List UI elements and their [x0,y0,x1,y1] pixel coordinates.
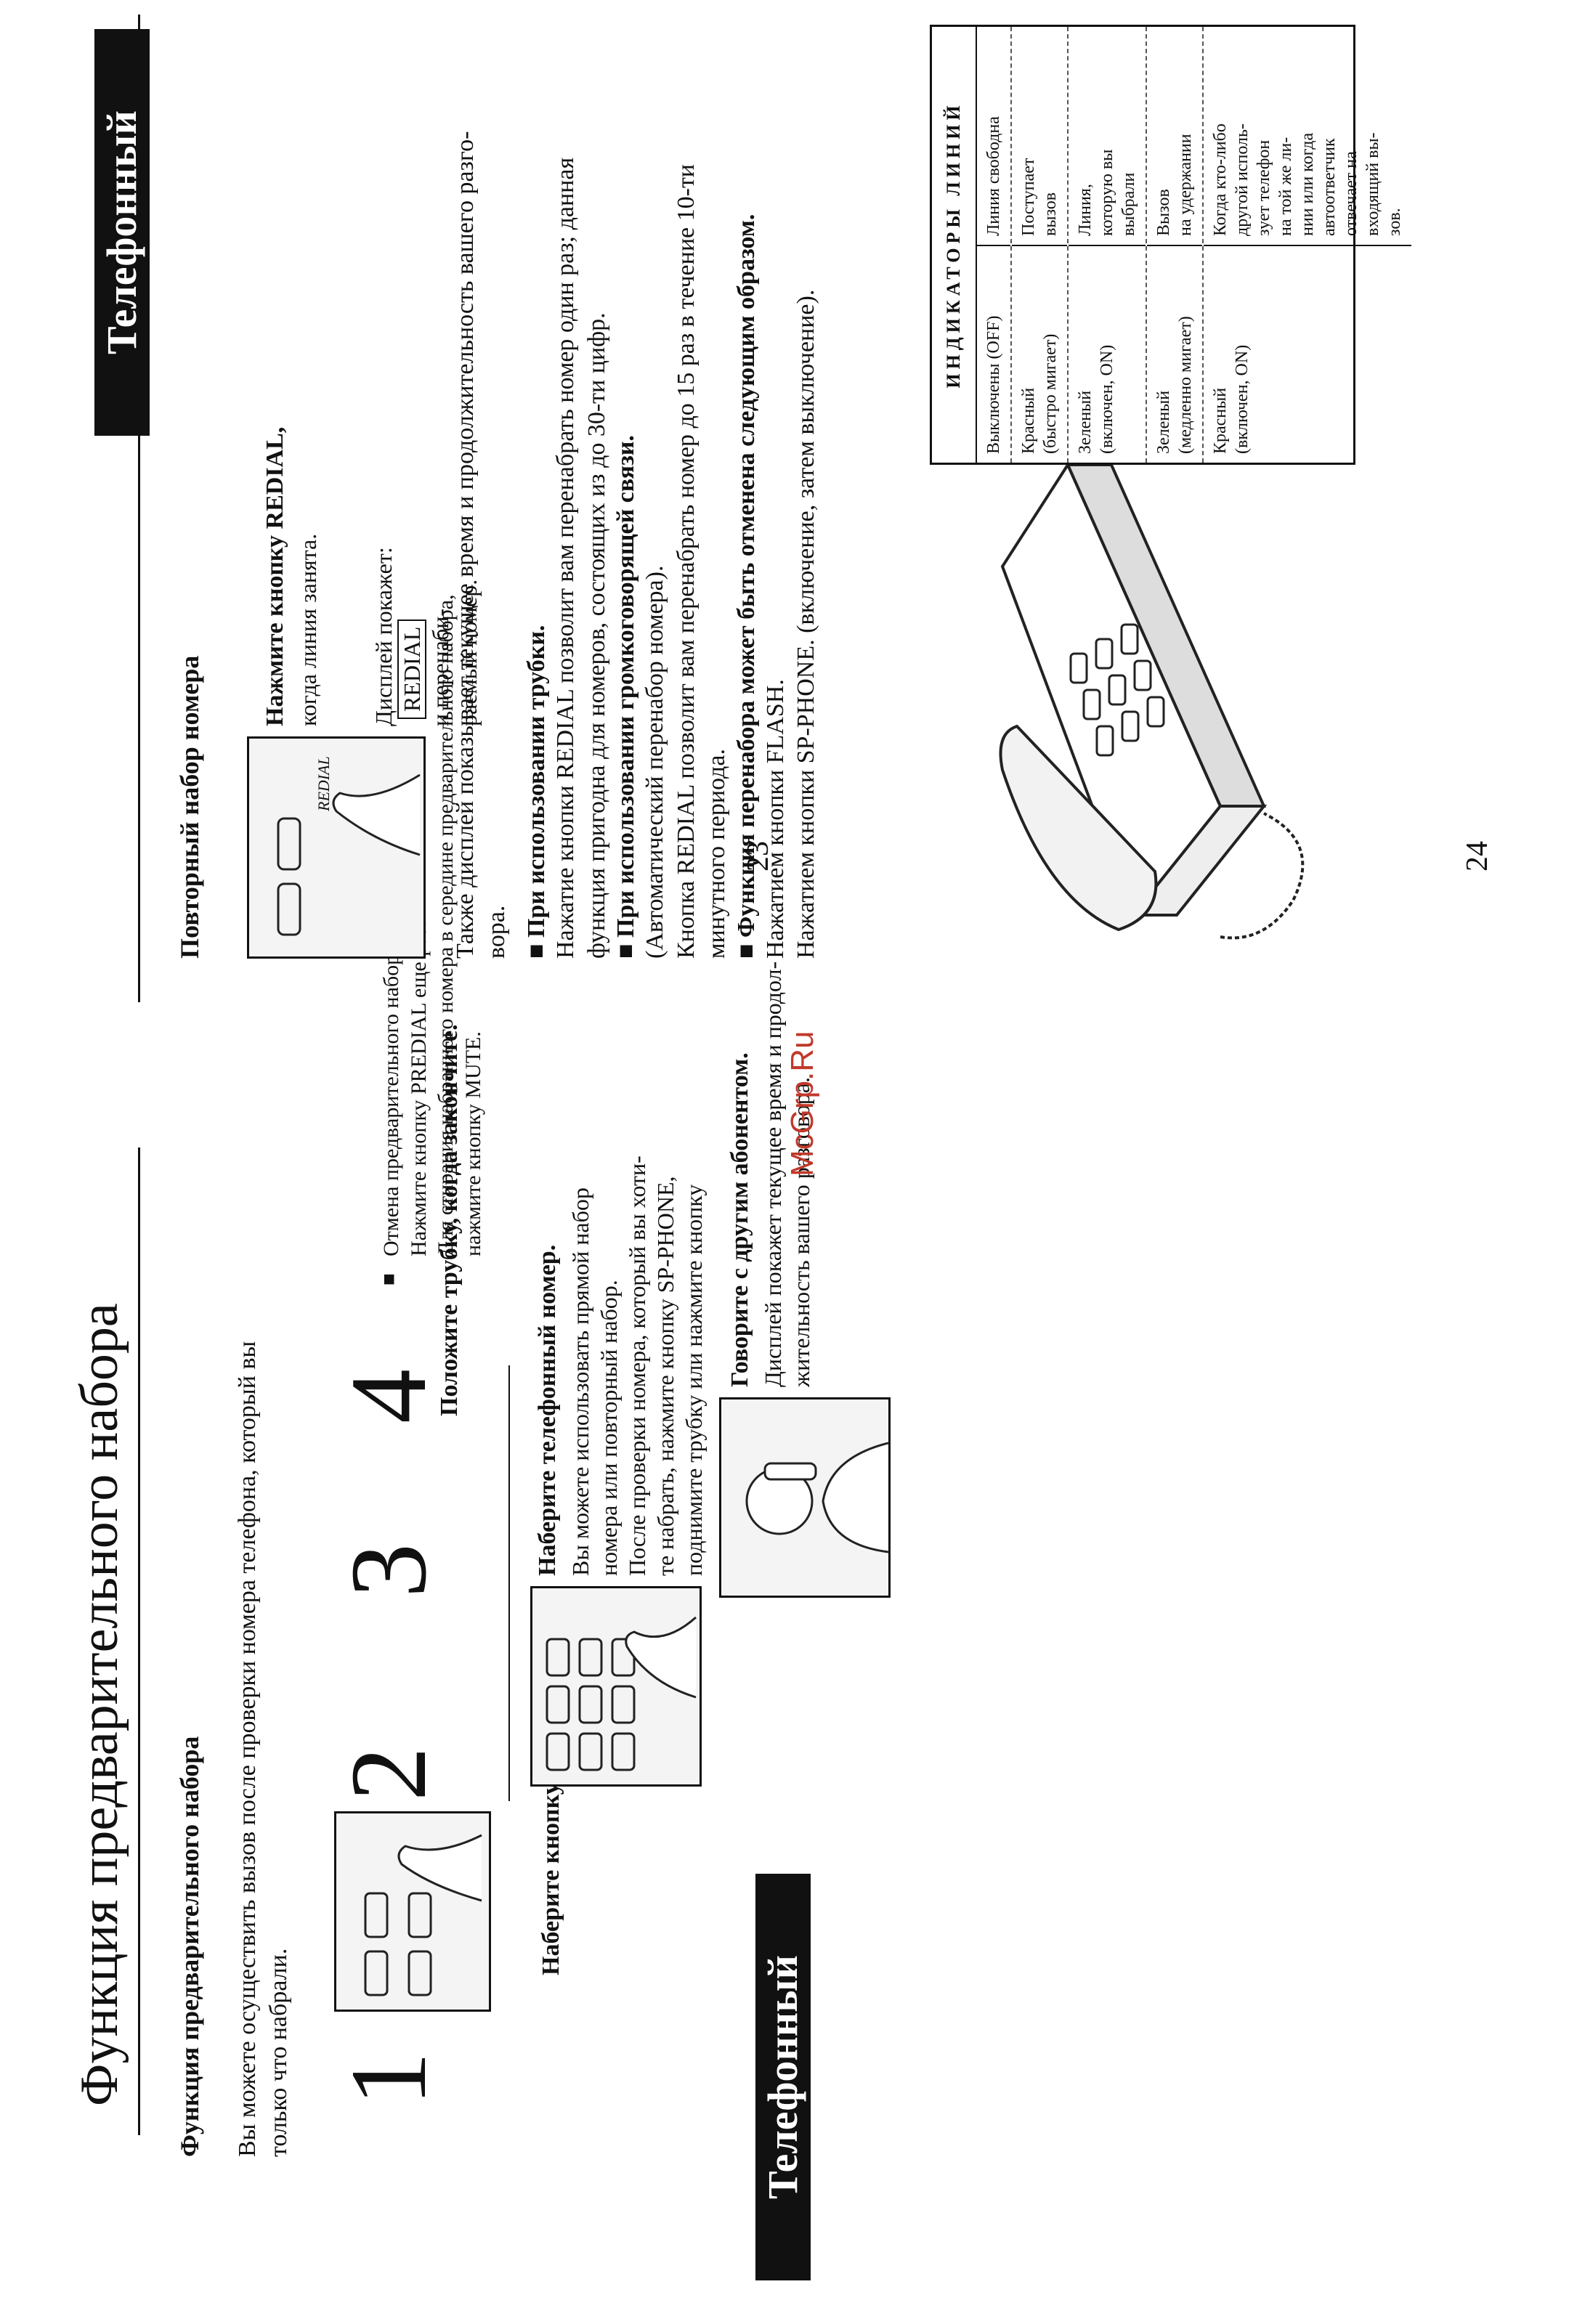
bullet-3-title: ■ Функция перенабора может быть отменена… [732,214,760,959]
indicator-state: Зеленый (включен, ON) [1069,245,1146,463]
step-2-title: Наберите телефонный номер. [534,1244,561,1576]
bullet-3-text: Нажатием кнопки FLASH. Нажатием кнопки S… [761,289,820,959]
indicator-meaning: Вызов на удержании [1154,134,1195,236]
page-number-right: 24 [1461,841,1494,871]
indicator-state: Красный (включен, ON) [1204,245,1411,463]
telephone-icon [999,461,1305,940]
step-2-text: Вы можете использовать прямой набор номе… [567,1155,735,1576]
indicator-meaning: Когда кто-либо другой исполь- зует телеф… [1211,123,1404,236]
indicator-meaning: Линия свободна [984,116,1003,236]
indicator-state: Зеленый (медленно мигает) [1147,245,1202,463]
indicator-state: Выключены (OFF) [977,245,1010,463]
section-banner-left: Телефонный аппарат [755,1874,861,2280]
table-row: Выключены (OFF) Линия свободна [977,27,1012,463]
redial-paragraph: Также дисплей показывает текущее время и… [452,131,510,959]
step-3-number: 3 [328,1543,449,1598]
redial-illus-label: REDIAL [315,756,333,811]
section-banner-right: Телефонный аппарат [94,29,200,436]
indicator-meaning: Линия, которую вы выбрали [1076,149,1138,236]
step-1-illustration [334,1811,491,2012]
left-intro: Вы можете осуществить вызов после провер… [234,1341,292,2157]
bullet-1-text: Нажатие кнопки REDIAL позволит вам перен… [552,157,610,959]
indicator-state: Красный (быстро мигает) [1012,245,1067,463]
table-row: Зеленый (медленно мигает) Вызов на удерж… [1147,27,1204,463]
step-2-number: 2 [328,1747,449,1801]
left-subheading: Функция предварительного набора [175,1736,204,2157]
step-1-number: 1 [328,2052,449,2106]
line-indicators-table: ИНДИКАТОРЫ ЛИНИЙ Выключены (OFF) Линия с… [930,25,1411,465]
table-row: Красный (включен, ON) Когда кто-либо дру… [1204,27,1411,463]
indicator-meaning: Поступает вызов [1019,158,1060,236]
step-2-illustration [530,1586,702,1787]
dial-keypad-icon [546,1616,697,1771]
finger-keypad-icon [364,1834,482,1996]
table-row: Зеленый (включен, ON) Линия, которую вы … [1069,27,1147,463]
redial-button-icon [277,773,421,936]
step-1-divider [508,1365,510,1801]
watermark: McGrp.Ru [784,1031,820,1177]
person-on-phone-icon [745,1442,889,1553]
left-top-rule [138,1147,140,2135]
redial-title: Нажмите кнопку REDIAL, [262,426,288,726]
step-3-illustration [719,1397,891,1598]
table-title: ИНДИКАТОРЫ ЛИНИЙ [932,27,977,463]
table-row: Красный (быстро мигает) Поступает вызов [1012,27,1069,463]
redial-illustration: REDIAL [247,736,426,959]
step-3-title: Говорите с другим абонентом. [726,1052,753,1387]
right-subheading: Повторный набор номера [175,655,204,959]
display-prefix: Дисплей покажет: [370,547,397,726]
step-4-number: 4 [328,1369,449,1423]
bullet-2-title: ■ При использовании громкоговорящей связ… [612,435,639,959]
note-bullet: ■ [378,1273,400,1285]
display-box: REDIAL [397,619,427,719]
redial-bullets: ■ При использовании трубки. Нажатие кноп… [523,29,822,959]
bullet-1-title: ■ При использовании трубки. [523,625,550,959]
telephone-illustration [915,436,1322,944]
page-title: Функция предварительного набора [70,1303,129,2106]
bullet-2-text: (Автоматический перенабор номера). Кнопк… [641,164,730,959]
redial-subtitle: когда линия занята. [295,533,321,726]
